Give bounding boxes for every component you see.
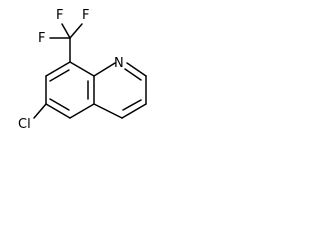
- bond-c8a-n1: [93, 62, 116, 77]
- bond-c6-c5-inner: [49, 98, 70, 111]
- bond-c3-c4-inner: [122, 99, 142, 111]
- bond-n1-c2-inner: [124, 68, 142, 81]
- bond-c-f-top-left: [61, 23, 71, 39]
- structure-canvas: F F F N Cl: [0, 0, 192, 178]
- bond-c8-c7: [45, 61, 71, 77]
- molecule-structure: F F F N Cl: [18, 8, 147, 132]
- bonds: [33, 23, 147, 119]
- bond-c6-cl: [33, 103, 47, 119]
- bond-c4-c4a: [93, 103, 123, 119]
- atom-nitrogen: N: [114, 56, 124, 71]
- bond-c-f-top-right: [69, 23, 83, 39]
- atom-f-top-right: F: [82, 8, 89, 23]
- bond-c8a-c8: [69, 61, 95, 77]
- bond-c5-c4a: [69, 103, 95, 119]
- atom-f-left: F: [38, 31, 45, 46]
- bond-c3-c4: [121, 103, 147, 119]
- atom-chlorine: Cl: [18, 117, 31, 132]
- atom-labels: F F F N Cl: [18, 8, 124, 132]
- bond-c6-c5: [45, 103, 71, 119]
- atom-f-top-left: F: [56, 8, 63, 23]
- bond-n1-c2: [126, 62, 147, 77]
- bond-c8-c7-inner: [49, 69, 70, 82]
